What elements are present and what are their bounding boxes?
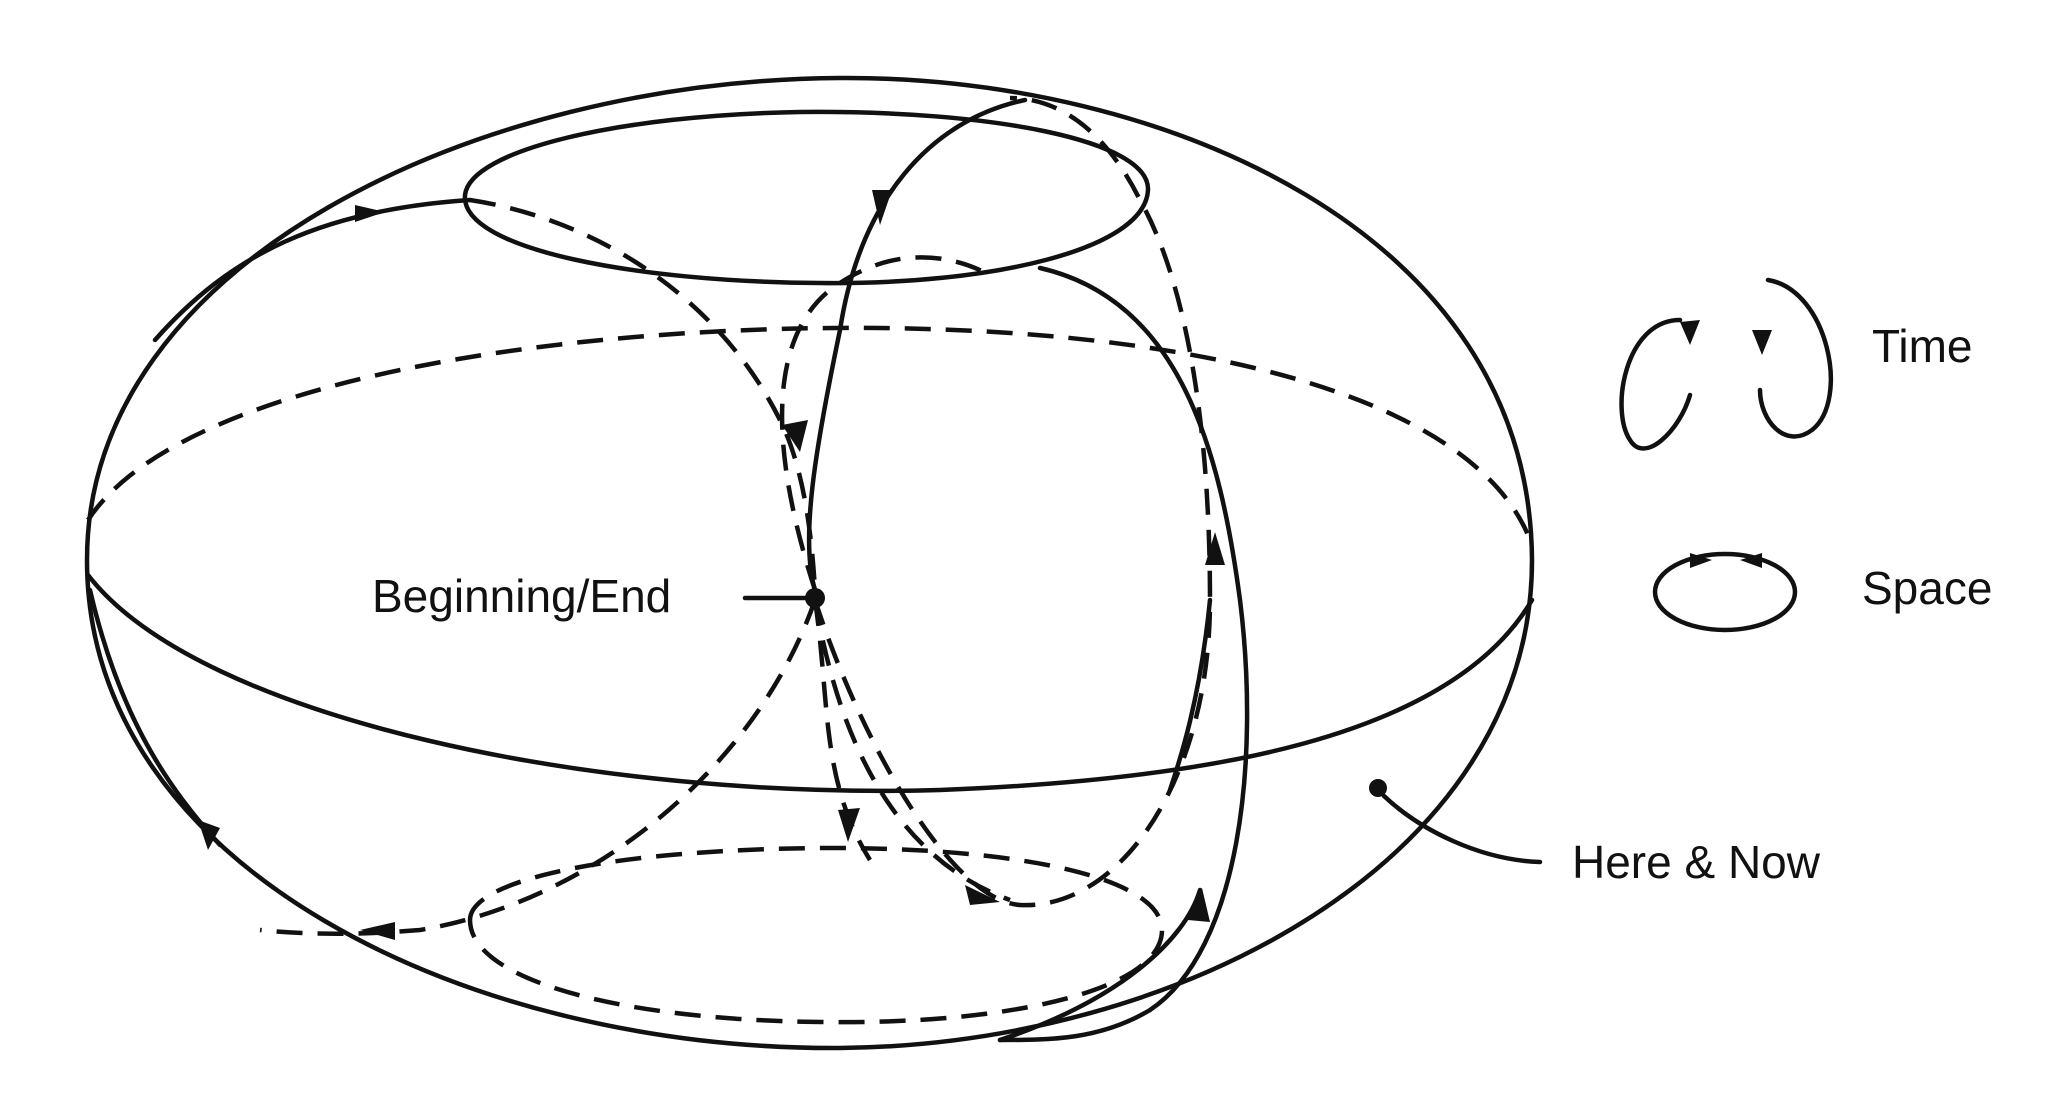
arrowhead-top-left	[355, 205, 385, 222]
arrowhead-right-up	[1205, 532, 1225, 565]
here-now-leader	[1381, 793, 1543, 865]
arrowhead-bottom-right	[965, 885, 1000, 905]
beginning-end-dot	[805, 588, 825, 608]
legend-space: Space	[1652, 551, 1992, 633]
time-loop-right	[812, 95, 1213, 908]
meridian-arcs	[87, 97, 1250, 1043]
time-loop-icon-left	[1619, 317, 1700, 451]
top-ring	[462, 109, 1151, 286]
arrowheads	[198, 190, 1225, 940]
ellipsoid-outline	[84, 75, 1535, 1051]
legend-space-label: Space	[1862, 562, 1992, 614]
arrowhead-center-down	[838, 808, 860, 842]
beginning-end-marker: Beginning/End	[372, 570, 825, 622]
legend-time: Time	[1619, 277, 1973, 451]
beginning-end-label: Beginning/End	[372, 570, 671, 622]
equator	[85, 325, 1535, 794]
arrowhead-bottom-left	[360, 922, 395, 940]
here-now-label: Here & Now	[1572, 836, 1821, 888]
bottom-ring	[467, 845, 1165, 1025]
arrowhead-lower-right	[1188, 888, 1210, 922]
here-now-dot	[1369, 779, 1387, 797]
time-loop-left	[259, 255, 992, 936]
arrowhead-descent	[782, 420, 808, 452]
here-now-marker: Here & Now	[1369, 779, 1821, 888]
time-loop-icon-right	[1752, 277, 1834, 439]
space-loop-icon	[1652, 551, 1798, 633]
arrowhead-left-shell	[198, 820, 220, 850]
legend: Time Space	[1619, 277, 1992, 633]
legend-time-label: Time	[1872, 320, 1973, 372]
arrowhead-top-right	[872, 190, 892, 225]
